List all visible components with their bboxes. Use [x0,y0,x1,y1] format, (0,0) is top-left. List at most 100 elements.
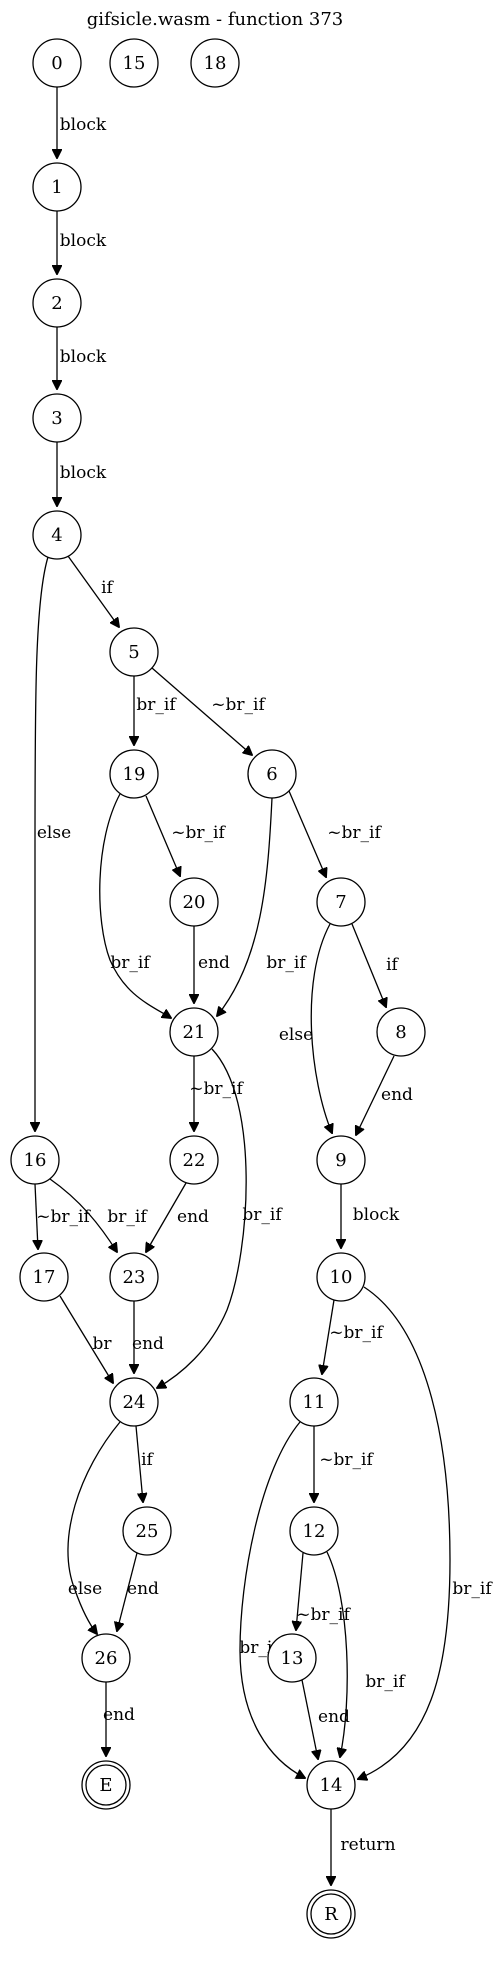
node-circle [109,38,159,88]
node-label: 11 [303,1392,326,1413]
edge-label: if [386,955,399,975]
edge-25-26: end [117,1552,159,1631]
node-label: 9 [335,1150,346,1171]
edge-line [67,1421,121,1634]
edge-14-R: return [331,1809,396,1885]
edge-5-6: ~br_if [151,667,266,755]
node-E: E [81,1760,131,1810]
edge-line [49,1178,117,1252]
edge-layer: blockblockblockblockifelsebr_if~br_if~br… [35,87,493,1885]
node-label: E [99,1775,112,1796]
edge-label: end [318,1707,350,1727]
node-circle [316,877,366,927]
node-4: 4 [32,510,82,560]
edge-line [322,1299,335,1374]
node-label: 5 [128,642,139,663]
node-9: 9 [316,1135,366,1185]
node-inner-circle [310,1893,352,1935]
node-R: R [306,1889,356,1939]
node-label: 10 [330,1267,353,1288]
edge-line [296,1552,304,1630]
node-circle [289,1377,339,1427]
node-label: R [324,1904,338,1925]
edge-7-9: else [279,923,332,1133]
node-circle [306,1760,356,1810]
edge-label: block [60,231,107,251]
node-label: 2 [51,293,62,314]
edge-label: br_if [266,953,307,973]
edge-label: br_if [365,1672,406,1692]
node-label: 1 [51,177,62,198]
edge-line [157,1048,247,1388]
node-12: 12 [289,1506,339,1556]
node-label: 12 [303,1521,326,1542]
edge-13-14: end [301,1679,350,1759]
edge-11-12: ~br_if [314,1426,374,1502]
node-0: 0 [32,38,82,88]
edge-line [217,797,273,1016]
node-label: 15 [123,53,146,74]
edge-label: block [60,347,107,367]
node-23: 23 [109,1252,159,1302]
node-label: 21 [183,1022,206,1043]
edge-label: br [92,1334,112,1354]
node-3: 3 [32,393,82,443]
edge-4-5: if [67,555,119,627]
node-11: 11 [289,1377,339,1427]
edge-11-14: br_if [239,1421,305,1778]
edge-10-11: ~br_if [322,1299,384,1374]
edge-line [288,790,326,877]
node-inner-circle [85,1764,127,1806]
node-label: 4 [51,525,62,546]
node-14: 14 [306,1760,356,1810]
edge-16-17: ~br_if [35,1183,91,1249]
node-circle [109,1252,159,1302]
node-circle [267,1633,317,1683]
edge-label: ~br_if [327,823,382,843]
edge-line [117,1552,138,1631]
node-20: 20 [169,877,219,927]
node-circle [289,1506,339,1556]
node-circle [32,278,82,328]
edge-line [301,1679,318,1759]
edge-5-19: br_if [134,676,177,745]
edge-24-26: else [67,1421,121,1634]
edge-26-E: end [103,1682,135,1756]
edge-2-3: block [57,327,107,389]
edge-label: ~br_if [319,1450,374,1470]
node-label: 0 [51,53,62,74]
node-label: 14 [320,1775,343,1796]
edge-10-14: br_if [358,1286,493,1779]
edge-line [35,556,49,1131]
edge-17-24: br [59,1295,113,1383]
edge-label: if [141,1450,154,1470]
node-label: 6 [266,764,277,785]
node-label: 3 [51,408,62,429]
node-26: 26 [81,1633,131,1683]
edge-label: br_if [242,1205,283,1225]
node-1: 1 [32,162,82,212]
node-label: 20 [183,892,206,913]
edge-line [59,1295,113,1383]
node-label: 7 [335,892,346,913]
node-13: 13 [267,1633,317,1683]
edge-label: ~br_if [329,1323,384,1343]
node-circle [122,1506,172,1556]
edge-line [146,1182,187,1252]
edge-label: end [103,1705,135,1725]
node-7: 7 [316,877,366,927]
edge-label: br_if [110,953,151,973]
node-15: 15 [109,38,159,88]
edge-20-21: end [194,926,230,1003]
edge-6-21: br_if [217,797,307,1016]
node-label: 19 [123,764,146,785]
node-10: 10 [316,1252,366,1302]
edge-6-7: ~br_if [288,790,382,877]
edge-8-9: end [356,1055,413,1135]
node-17: 17 [19,1252,69,1302]
node-circle [316,1135,366,1185]
node-24: 24 [109,1377,159,1427]
node-circle [10,1135,60,1185]
edge-0-1: block [57,87,107,158]
node-label: 26 [95,1648,118,1669]
